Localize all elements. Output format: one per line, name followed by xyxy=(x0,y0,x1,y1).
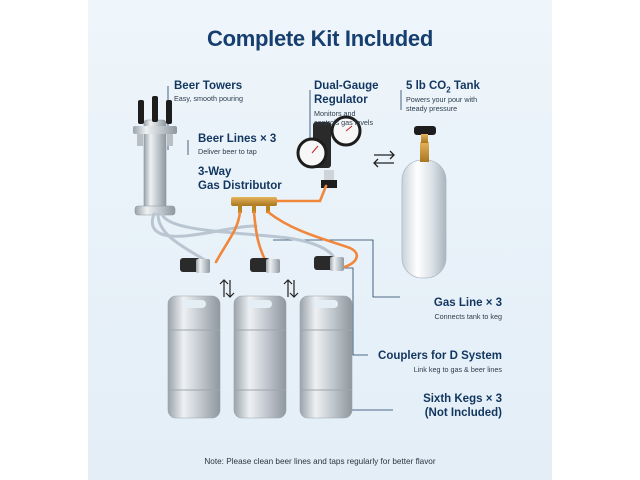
product-infographic: Complete Kit Included xyxy=(88,0,552,480)
kegs-label-1: Sixth Kegs × 3 xyxy=(423,393,502,405)
co2-tank-label-subscript: 2 xyxy=(446,85,451,95)
beer-tower-icon xyxy=(133,96,177,216)
gas-line-desc: Connects tank to keg xyxy=(434,312,502,321)
gas-lines xyxy=(214,184,359,270)
beer-lines-label: Beer Lines × 3 xyxy=(198,133,277,145)
regulator-label-2: Regulator xyxy=(314,94,368,106)
beer-towers-desc: Easy, smooth pouring xyxy=(174,94,243,103)
kegs-label-2: (Not Included) xyxy=(424,407,502,419)
regulator-icon xyxy=(296,115,362,188)
beer-towers-label: Beer Towers xyxy=(174,80,243,92)
co2-tank-desc-1: Powers your pour with xyxy=(406,95,478,104)
co2-tank-label-suffix: Tank xyxy=(450,80,480,92)
swap-arrows-icon xyxy=(373,150,395,168)
gas-distributor-label-2: Gas Distributor xyxy=(198,180,282,192)
regulator-desc-2: controls gas levels xyxy=(314,118,374,127)
beer-lines xyxy=(150,212,336,264)
couplers-desc: Link keg to gas & beer lines xyxy=(413,365,502,374)
regulator-desc-1: Monitors and xyxy=(314,109,356,118)
coupler-icon xyxy=(180,256,344,273)
gas-distributor-icon xyxy=(231,197,277,213)
gas-line-label: Gas Line × 3 xyxy=(433,297,502,309)
kit-illustration xyxy=(133,86,447,419)
keg-icon xyxy=(167,295,353,419)
gas-distributor-label-1: 3-Way xyxy=(198,166,232,178)
beer-lines-desc: Deliver beer to tap xyxy=(198,147,257,156)
co2-tank-label: 5 lb CO2 Tank xyxy=(406,80,480,96)
page-title: Complete Kit Included xyxy=(207,26,433,51)
cleaning-note: Note: Please clean beer lines and taps r… xyxy=(204,457,436,466)
co2-tank-desc-2: steady pressure xyxy=(406,104,458,113)
up-down-arrows-icon xyxy=(219,279,299,298)
couplers-label: Couplers for D System xyxy=(378,350,502,362)
co2-tank-icon xyxy=(401,126,447,279)
regulator-label-1: Dual-Gauge xyxy=(314,80,379,92)
co2-tank-label-prefix: 5 lb CO xyxy=(406,80,447,92)
